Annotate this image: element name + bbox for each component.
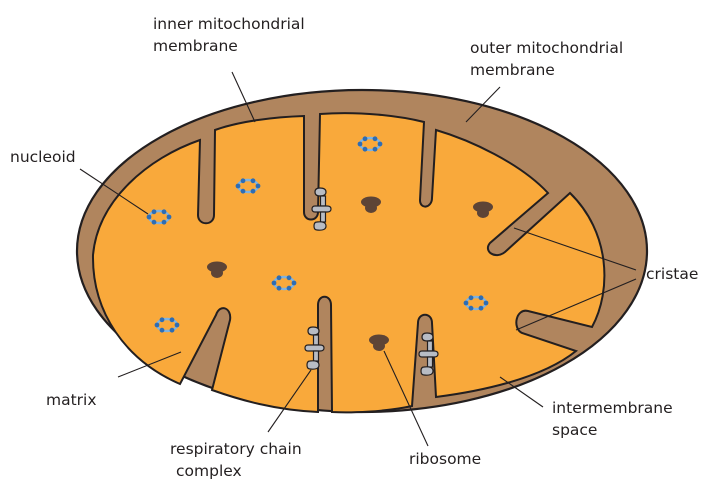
label-ribosome: ribosome bbox=[409, 450, 481, 468]
label-nucleoid: nucleoid bbox=[10, 148, 76, 166]
label-respiratory-line2: complex bbox=[176, 462, 242, 480]
label-inner-membrane-line2: membrane bbox=[153, 37, 238, 55]
label-outer-membrane-line1: outer mitochondrial bbox=[470, 39, 623, 57]
label-inner-membrane-line1: inner mitochondrial bbox=[153, 15, 305, 33]
label-outer-membrane-line2: membrane bbox=[470, 61, 555, 79]
label-intermembrane-line1: intermembrane bbox=[552, 399, 673, 417]
label-cristae: cristae bbox=[646, 265, 698, 283]
label-respiratory-line1: respiratory chain bbox=[170, 440, 302, 458]
label-matrix: matrix bbox=[46, 391, 97, 409]
label-intermembrane-line2: space bbox=[552, 421, 597, 439]
